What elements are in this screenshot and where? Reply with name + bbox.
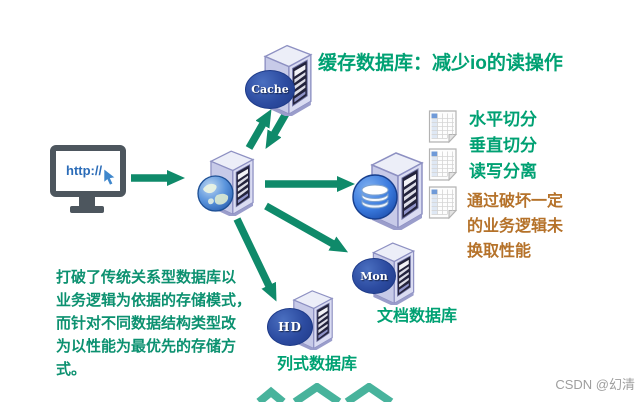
- sharding-label-horizontal: 水平切分: [469, 110, 537, 129]
- mon-badge: Mon: [352, 258, 396, 294]
- spreadsheet-icon-1: [428, 109, 458, 144]
- cache-note: 缓存数据库：减少io的读操作: [318, 53, 563, 74]
- tradeoff-note-line-2: 的业务逻辑未: [467, 218, 564, 235]
- monitor-stand-neck: [79, 197, 95, 207]
- watermark: CSDN @幻清: [555, 377, 635, 392]
- arrow-webserver-to-document-db: [264, 202, 349, 253]
- monitor-stand-base: [70, 206, 104, 213]
- column-db-label: 列式数据库: [277, 356, 358, 373]
- document-db-label: 文档数据库: [377, 308, 458, 325]
- spreadsheet-icon-2: [428, 147, 458, 182]
- nosql-note: 打破了传统关系型数据库以 业务逻辑为依据的存储模式， 而针对不同数据结构类型改 …: [56, 269, 252, 378]
- arrow-webserver-to-cache: [245, 109, 272, 150]
- database-cylinder-icon: [352, 174, 398, 220]
- spreadsheet-icon-3: [428, 185, 458, 220]
- client-monitor-icon: http://: [50, 145, 126, 197]
- tradeoff-note-line-3: 换取性能: [467, 243, 532, 260]
- globe-icon: [197, 175, 234, 212]
- hd-badge: HD: [267, 308, 313, 346]
- cursor-icon: [104, 169, 116, 186]
- arrow-webserver-to-column-db: [233, 217, 277, 302]
- cache-badge: Cache: [245, 70, 295, 109]
- sharding-label-read-write-split: 读写分离: [469, 162, 537, 181]
- url-label: http://: [66, 163, 103, 178]
- cropped-watermark-graphic: [256, 383, 394, 402]
- tradeoff-note-line-1: 通过破坏一定: [467, 193, 564, 210]
- sharding-label-vertical: 垂直切分: [469, 136, 537, 155]
